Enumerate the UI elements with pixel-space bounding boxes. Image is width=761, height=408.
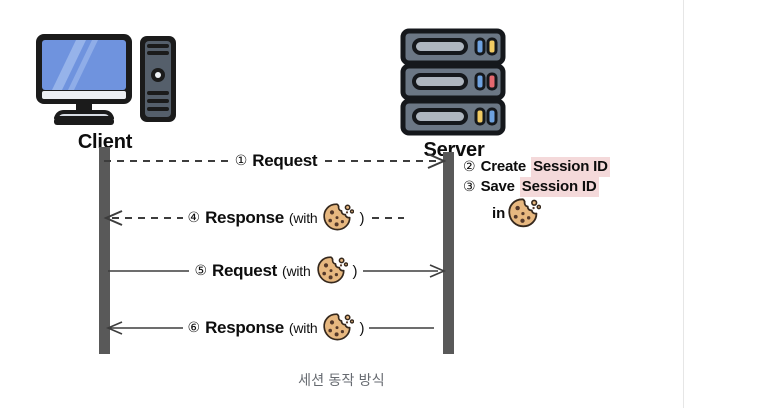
message-number-1: ①	[234, 153, 248, 169]
message-paren-close-6: )	[359, 319, 365, 337]
message-number-5: ⑤	[194, 263, 207, 279]
message-caption-4: ④ Response (with )	[182, 202, 370, 234]
actor-server: Server	[398, 28, 510, 160]
message-row-6: ⑥ Response (with )	[104, 308, 448, 348]
actor-label-server: Server	[423, 139, 485, 161]
message-with-5: (with	[281, 263, 311, 279]
message-row-1: ① Request	[104, 141, 448, 181]
server-note-in-label: in	[492, 205, 506, 222]
server-note-3-continuation: in	[492, 197, 663, 231]
message-label-4: Response	[205, 208, 284, 227]
cookie-icon	[323, 313, 355, 341]
figure-caption: 세션 동작 방식	[298, 372, 385, 388]
message-with-4: (with	[288, 210, 318, 226]
message-caption-6: ⑥ Response (with )	[182, 312, 370, 344]
desktop-computer-icon	[36, 34, 176, 125]
cookie-icon	[316, 256, 348, 284]
server-note-highlight-3: Session ID	[519, 177, 599, 197]
cookie-icon	[323, 203, 355, 231]
message-caption-5: ⑤ Request (with )	[189, 255, 363, 287]
server-note-3: ③ Save Session ID	[463, 177, 663, 197]
server-note-2: ② Create Session ID	[463, 157, 663, 177]
message-caption-1: ① Request	[229, 151, 323, 171]
cookie-icon	[508, 198, 542, 228]
server-rack-icon	[400, 28, 506, 136]
server-note-number-3: ③	[463, 179, 476, 195]
message-arrow-1	[104, 153, 447, 169]
server-note-verb-2: Create	[480, 158, 527, 175]
actor-label-client: Client	[77, 131, 133, 153]
page-divider	[683, 0, 684, 408]
message-row-4: ④ Response (with )	[103, 198, 448, 238]
message-label-5: Request	[212, 261, 277, 280]
message-label-1: Request	[252, 151, 318, 170]
server-note-verb-3: Save	[480, 178, 515, 195]
actor-client: Client	[30, 28, 180, 152]
message-with-6: (with	[288, 320, 318, 336]
lifeline-client	[99, 147, 110, 354]
server-note-highlight-2: Session ID	[531, 157, 610, 177]
message-number-6: ⑥	[187, 320, 201, 336]
lifeline-server	[443, 152, 454, 354]
server-note-block: ② Create Session ID ③ Save Session ID in	[463, 157, 663, 231]
message-label-6: Response	[205, 318, 284, 337]
server-note-number-2: ②	[463, 159, 476, 175]
message-number-4: ④	[187, 210, 201, 226]
message-row-5: ⑤ Request (with )	[104, 251, 448, 291]
message-paren-close-4: )	[359, 209, 365, 227]
message-paren-close-5: )	[352, 262, 358, 280]
